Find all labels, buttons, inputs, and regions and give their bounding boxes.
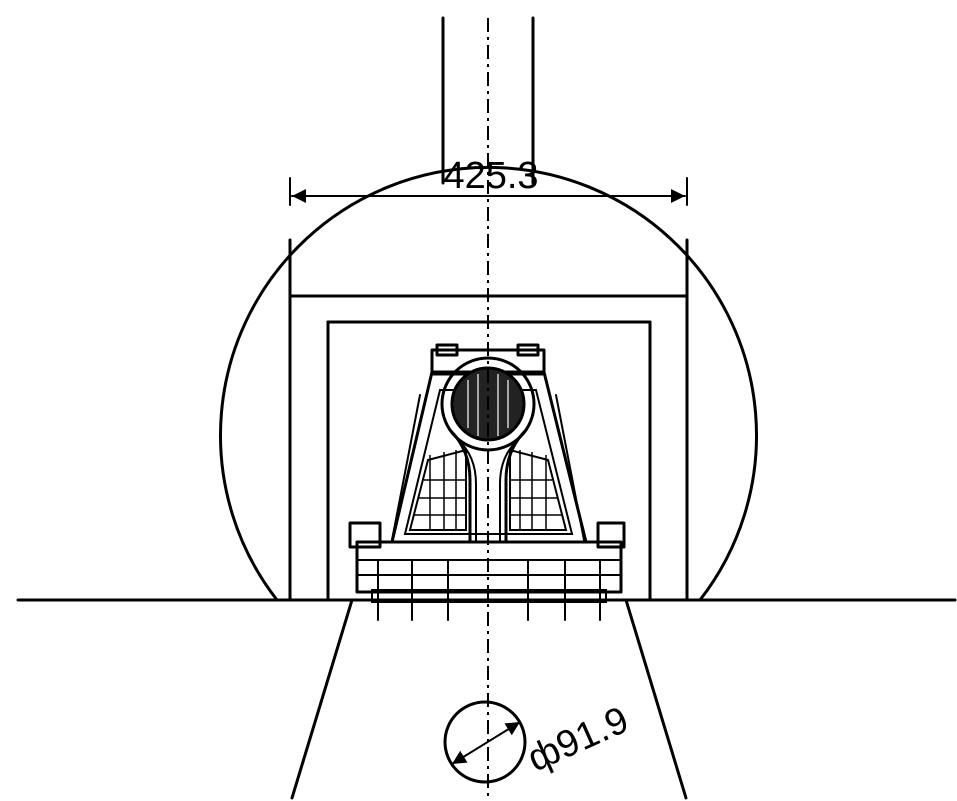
- diameter-callout: ф91.9: [443, 699, 635, 784]
- foundation-cone: [290, 598, 688, 800]
- width-dimension-label: 425.3: [443, 155, 538, 197]
- diameter-label: ф91.9: [522, 699, 635, 780]
- width-dimension: 425.3: [289, 155, 688, 206]
- vertical-shaft: [441, 16, 535, 185]
- chamber-outline: [219, 165, 758, 602]
